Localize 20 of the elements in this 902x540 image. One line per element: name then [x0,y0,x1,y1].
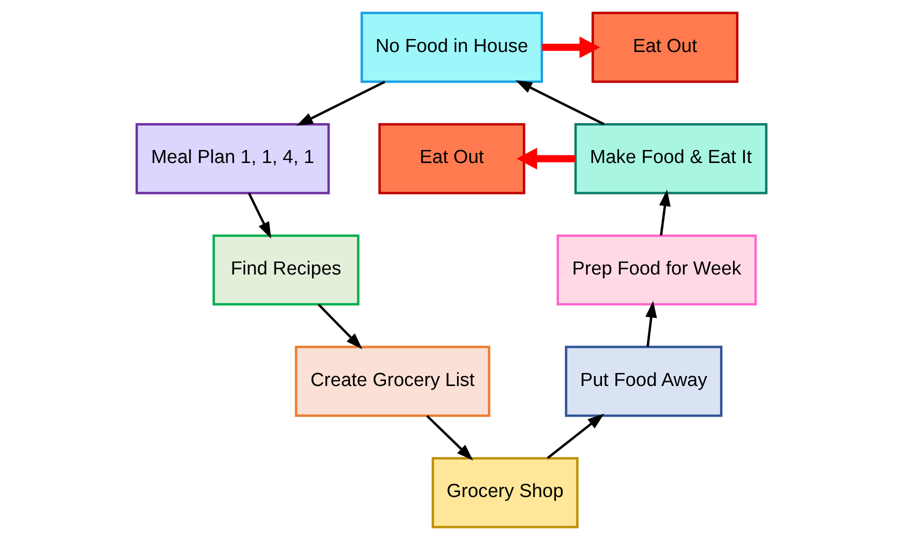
node-box: No Food in House [360,12,542,83]
node-box: Meal Plan 1, 1, 4, 1 [135,123,330,194]
node-box: Grocery Shop [431,457,578,528]
node-box: Find Recipes [212,234,359,306]
arrow [247,192,271,239]
node-box: Eat Out [378,123,525,194]
node-box: Make Food & Eat It [574,123,767,194]
arrow [317,304,362,350]
node-box: Prep Food for Week [556,234,756,306]
arrow [515,80,604,126]
arrow [542,36,600,58]
node-box: Put Food Away [564,346,722,417]
arrow [658,190,670,236]
arrow [296,80,385,126]
arrow [516,148,575,170]
node-box: Eat Out [591,12,738,83]
node-box: Create Grocery List [294,346,490,417]
arrow [644,300,656,347]
arrow [546,414,604,459]
arrow [426,414,473,461]
